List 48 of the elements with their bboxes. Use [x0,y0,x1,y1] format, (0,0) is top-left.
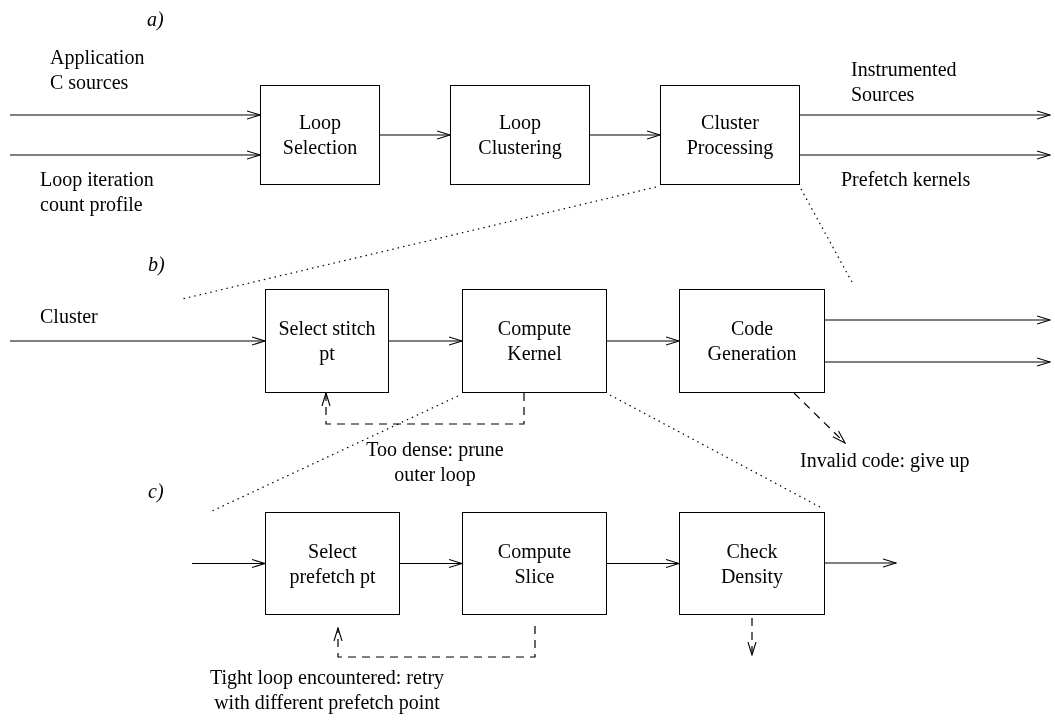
arrow [799,150,1051,160]
process-box [462,512,607,615]
process-box [265,289,389,393]
arrow [388,336,463,346]
edge-label: Loop iteration count profile [40,167,155,217]
box-label: Loop Selection [281,110,359,160]
arrow [379,130,451,140]
arrow [747,617,757,656]
arrow [589,130,661,140]
edge-label: Cluster [40,304,99,329]
box-label: Code Generation [706,316,798,366]
arrow [333,625,536,658]
edge-label: Invalid code: give up [800,448,971,473]
process-box [260,85,380,185]
arrow [399,558,463,569]
box-label: Select prefetch pt [288,538,377,589]
box-label: Compute Kernel [496,316,573,366]
process-box [679,512,825,615]
arrow [321,392,525,425]
arrow [824,357,1051,367]
arrow [191,558,266,569]
process-box [265,512,400,615]
process-box [679,289,825,393]
arrow [9,336,266,346]
arrow [606,558,680,569]
edge-label: Application C sources [50,45,146,95]
arrow [793,392,846,444]
arrow [9,150,261,160]
arrow [606,336,680,346]
panel-label: c) [148,480,164,503]
process-box [660,85,800,185]
box-label: Check Density [719,538,785,589]
edge-label: Prefetch kernels [841,167,972,192]
process-box [450,85,590,185]
edge-label: Tight loop encountered: retry with different prefetch point [208,665,446,715]
arrow [824,558,897,568]
box-label: Loop Clustering [477,110,563,160]
box-label: Compute Slice [496,538,573,589]
arrow [799,110,1051,120]
box-label: Cluster Processing [685,110,775,160]
panel-label: a) [147,8,164,31]
process-box [462,289,607,393]
panel-label: b) [148,253,165,276]
arrow [9,110,261,120]
edge-label: Too dense: prune outer loop [365,437,505,487]
arrow [824,315,1051,325]
box-label: Select stitch pt [277,316,377,366]
edge-label: Instrumented Sources [851,57,958,107]
